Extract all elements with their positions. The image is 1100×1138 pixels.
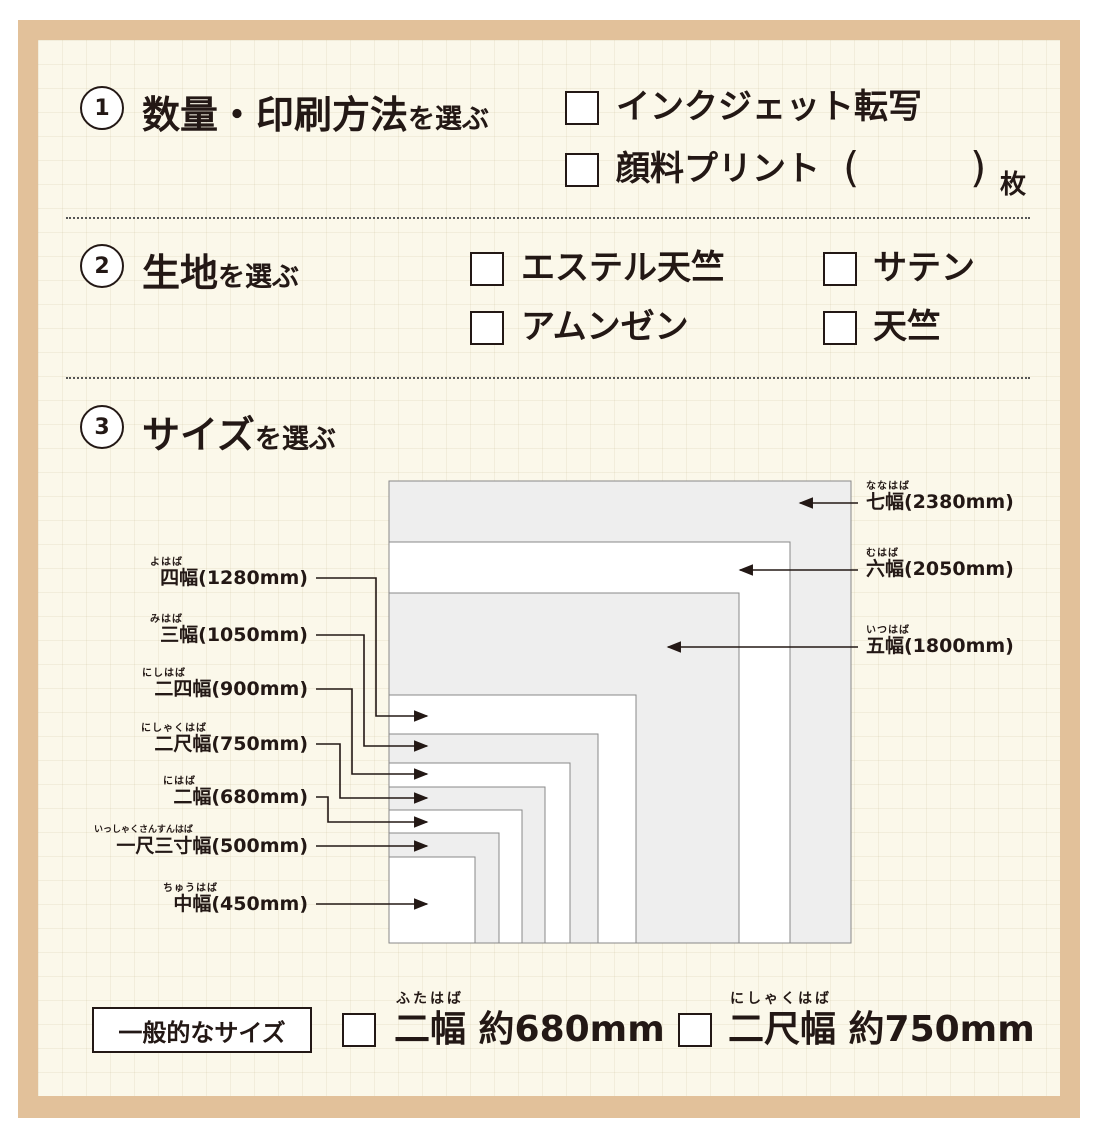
size-furigana: ちゅうはば (163, 883, 218, 894)
size-label-2haba: 二幅(680mm) (173, 786, 308, 808)
polyester-jersey-label: エステル天竺 (521, 248, 725, 288)
size-label-4haba: 四幅(1280mm) (160, 567, 308, 589)
amunzen-label: アムンゼン (521, 307, 689, 347)
satin-label: サテン (873, 248, 975, 288)
arrow-4haba (316, 577, 429, 722)
size-label-1shaku3sunhaba: 一尺三寸幅(500mm) (116, 835, 308, 857)
size-furigana: みはば (150, 614, 183, 625)
jersey-label: 天竺 (873, 307, 941, 347)
section3-heading: サイズを選ぶ (142, 404, 336, 459)
arrow-2shakuhaba (316, 743, 429, 804)
common-furigana: にしゃくはば (730, 991, 832, 1007)
jersey-checkbox[interactable] (823, 311, 857, 345)
size-label-5haba: 五幅(1800mm) (866, 635, 1014, 657)
step-number-1: 1 (80, 86, 124, 130)
section2-heading: 生地を選ぶ (142, 242, 299, 297)
pigment-print-checkbox[interactable] (565, 153, 599, 187)
size-rect-chuhaba (388, 856, 476, 944)
section2-title: 生地 (142, 251, 219, 295)
inkjet-transfer-checkbox[interactable] (565, 91, 599, 125)
amunzen-checkbox[interactable] (470, 311, 504, 345)
section1-heading: 数量・印刷方法を選ぶ (142, 84, 489, 139)
section1-title-suffix: を選ぶ (408, 104, 490, 135)
common-2haba-checkbox[interactable] (342, 1013, 376, 1047)
quantity-paren-open: ( (843, 143, 860, 192)
quantity-paren-close: ) (970, 143, 987, 192)
size-label-6haba: 六幅(2050mm) (866, 558, 1014, 580)
common-furigana: ふたはば (396, 991, 464, 1007)
arrow-3haba (316, 634, 429, 752)
size-furigana: いっしゃくさんすんはば (94, 825, 193, 835)
arrow-24haba (316, 688, 429, 780)
size-furigana: むはば (866, 548, 899, 559)
quantity-unit: 枚 (1000, 170, 1027, 200)
size-furigana: にしゃくはば (141, 723, 207, 734)
size-furigana: にしはば (142, 668, 186, 679)
polyester-jersey-checkbox[interactable] (470, 252, 504, 286)
step-number-2: 2 (80, 244, 124, 288)
step-number-3: 3 (80, 405, 124, 449)
section2-title-suffix: を選ぶ (218, 262, 300, 293)
pigment-print-label: 顔料プリント (616, 149, 820, 189)
size-label-2shakuhaba: 二尺幅(750mm) (154, 733, 308, 755)
size-furigana: いつはば (866, 625, 910, 636)
size-label-3haba: 三幅(1050mm) (160, 624, 308, 646)
common-sizes-label: 一般的なサイズ (92, 1007, 312, 1053)
section1-title: 数量・印刷方法 (142, 93, 409, 137)
satin-checkbox[interactable] (823, 252, 857, 286)
common-2shakuhaba-checkbox[interactable] (678, 1013, 712, 1047)
size-furigana: ななはば (866, 481, 910, 492)
arrow-2haba (316, 796, 429, 828)
common-2shakuhaba-label: 二尺幅 約750mm (728, 1009, 1035, 1050)
size-label-chuhaba: 中幅(450mm) (173, 893, 308, 915)
size-label-24haba: 二四幅(900mm) (154, 678, 308, 700)
section3-title-suffix: を選ぶ (254, 424, 336, 455)
section-divider (66, 377, 1030, 379)
size-label-7haba: 七幅(2380mm) (866, 491, 1014, 513)
section3-title: サイズ (142, 413, 255, 457)
size-furigana: よはば (150, 557, 183, 568)
inkjet-transfer-label: インクジェット転写 (616, 87, 922, 127)
common-2haba-label: 二幅 約680mm (394, 1009, 665, 1050)
size-furigana: にはば (163, 776, 196, 787)
section-divider (66, 217, 1030, 219)
